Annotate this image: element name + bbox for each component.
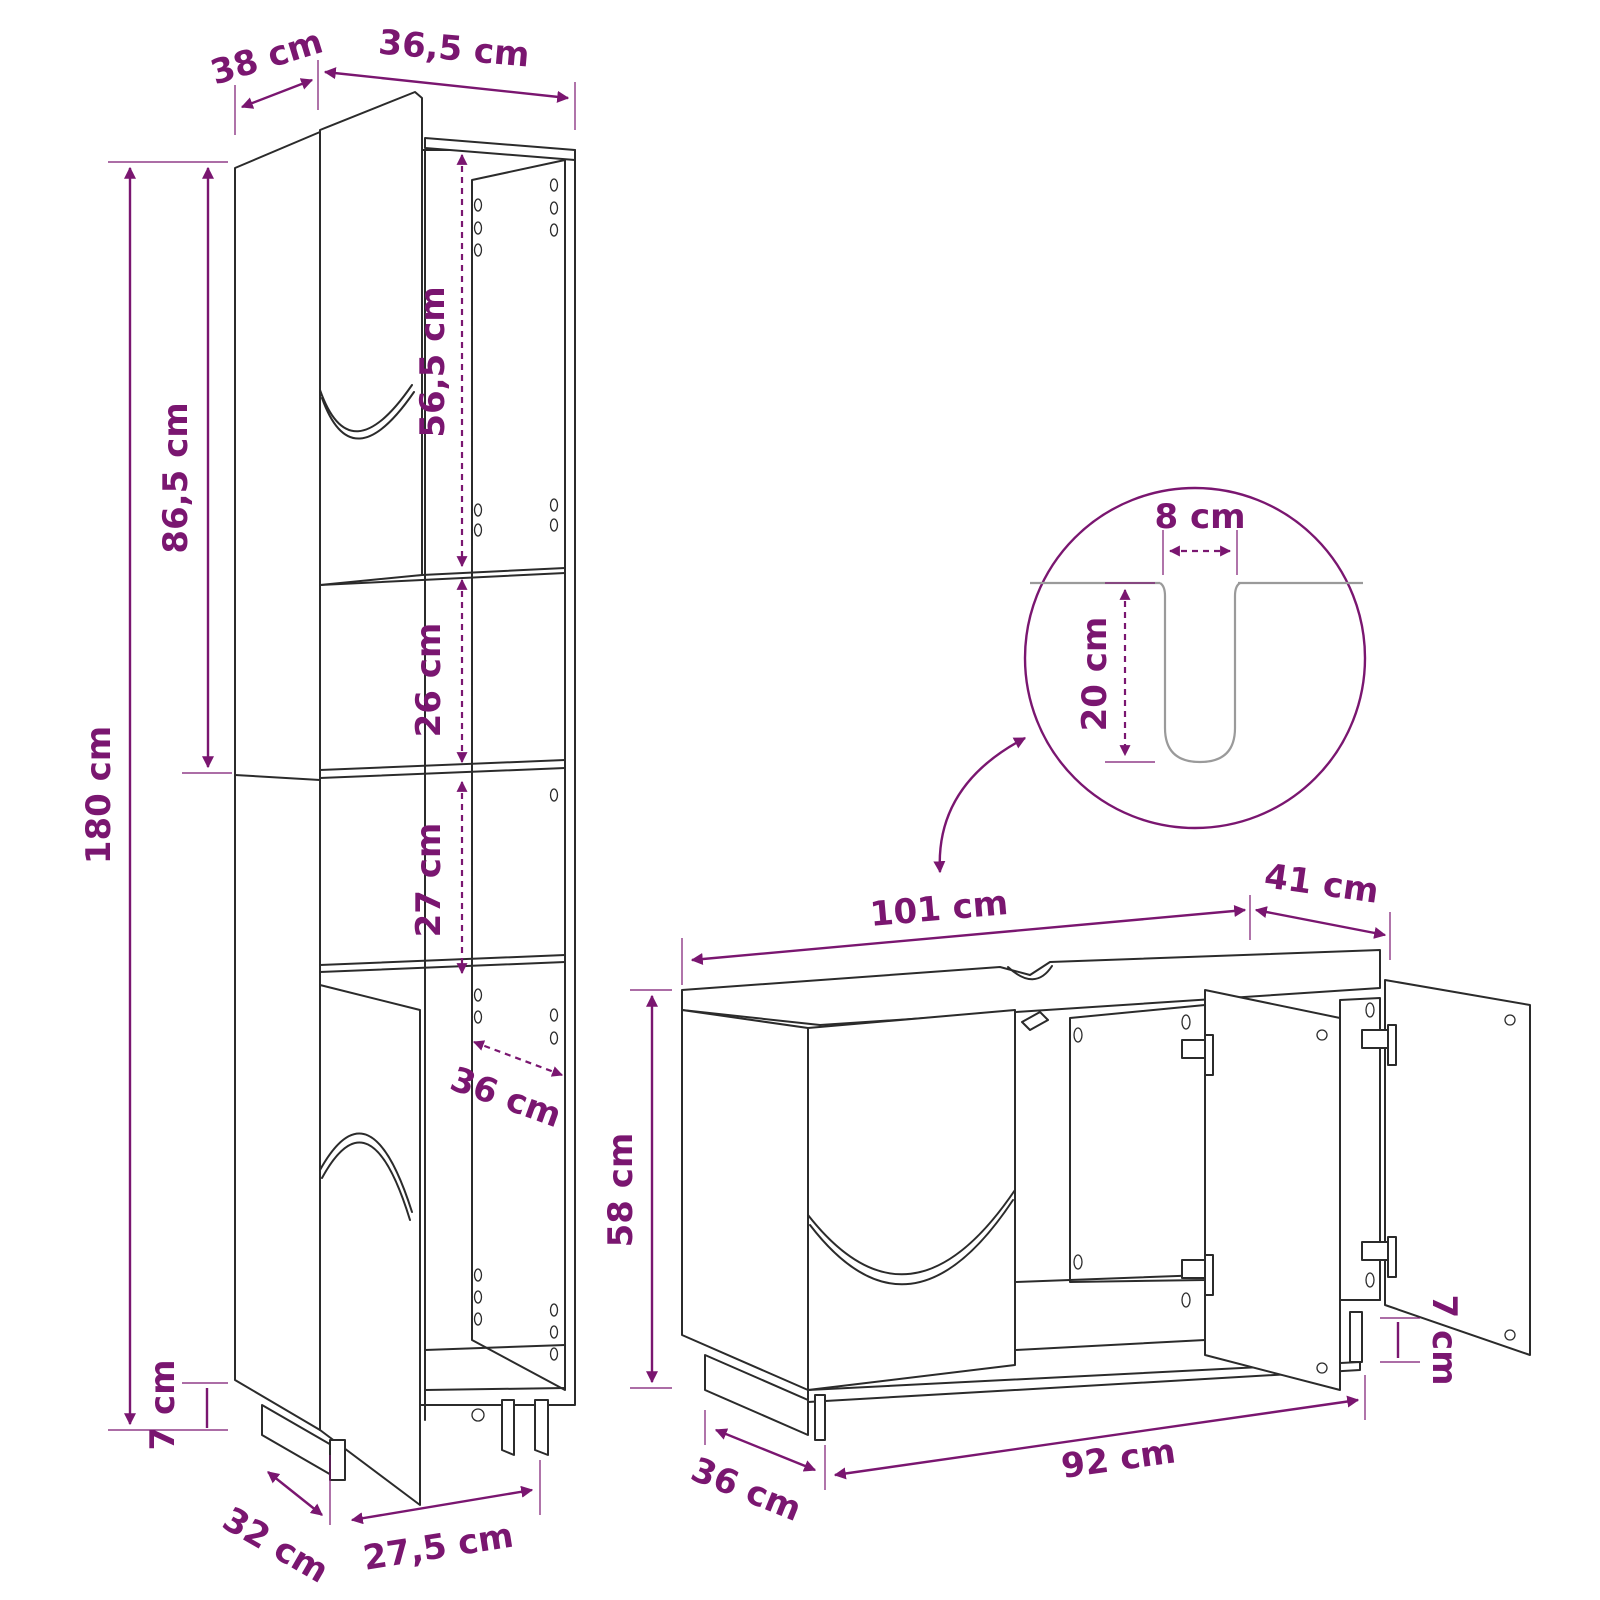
dim-sink-depth: 41 cm bbox=[1262, 856, 1381, 912]
dim-sink-base-depth: 36 cm bbox=[685, 1450, 806, 1530]
dim-sink-base-depth-line bbox=[714, 1428, 817, 1472]
detail-magnifier-circle bbox=[1023, 486, 1367, 830]
dim-notch-depth: 20 cm bbox=[1075, 617, 1115, 732]
sink-cabinet-drawing bbox=[681, 949, 1531, 1441]
dim-tall-depth-line bbox=[240, 78, 314, 109]
detail-pointer-arrow bbox=[933, 736, 1027, 874]
dim-tall-depth: 38 cm bbox=[206, 22, 327, 94]
dim-base-width: 27,5 cm bbox=[360, 1516, 516, 1579]
dim-upper-compartment: 56,5 cm bbox=[413, 286, 453, 437]
dim-base-depth: 32 cm bbox=[216, 1499, 335, 1591]
dim-shelf-1: 26 cm bbox=[409, 623, 449, 738]
dim-sink-depth-line bbox=[1254, 906, 1387, 939]
dim-tall-leg: 7 cm bbox=[143, 1359, 183, 1450]
dim-tall-width-line bbox=[323, 67, 570, 103]
dim-sink-base-width-line bbox=[833, 1395, 1360, 1480]
dim-inner-depth-line bbox=[472, 1040, 564, 1077]
dim-tall-width: 36,5 cm bbox=[377, 23, 531, 76]
dim-sink-width: 101 cm bbox=[868, 883, 1009, 935]
hinge-icon-group bbox=[1181, 1024, 1397, 1296]
dim-base-depth-line bbox=[267, 1471, 323, 1516]
dim-shelf-2: 27 cm bbox=[409, 823, 449, 938]
dim-sink-width-line bbox=[690, 904, 1247, 966]
dim-tall-height: 180 cm bbox=[79, 726, 119, 864]
dim-notch-width: 8 cm bbox=[1154, 497, 1245, 537]
dim-sink-height: 58 cm bbox=[601, 1133, 641, 1248]
shelf-pin-holes bbox=[471, 178, 559, 1422]
dim-base-width-line bbox=[350, 1485, 534, 1525]
tall-cabinet-drawing bbox=[234, 91, 576, 1506]
dim-upper-door: 86,5 cm bbox=[156, 402, 196, 553]
notch-detail: 8 cm 20 cm bbox=[933, 486, 1367, 874]
dim-sink-leg: 7 cm bbox=[1424, 1294, 1464, 1385]
